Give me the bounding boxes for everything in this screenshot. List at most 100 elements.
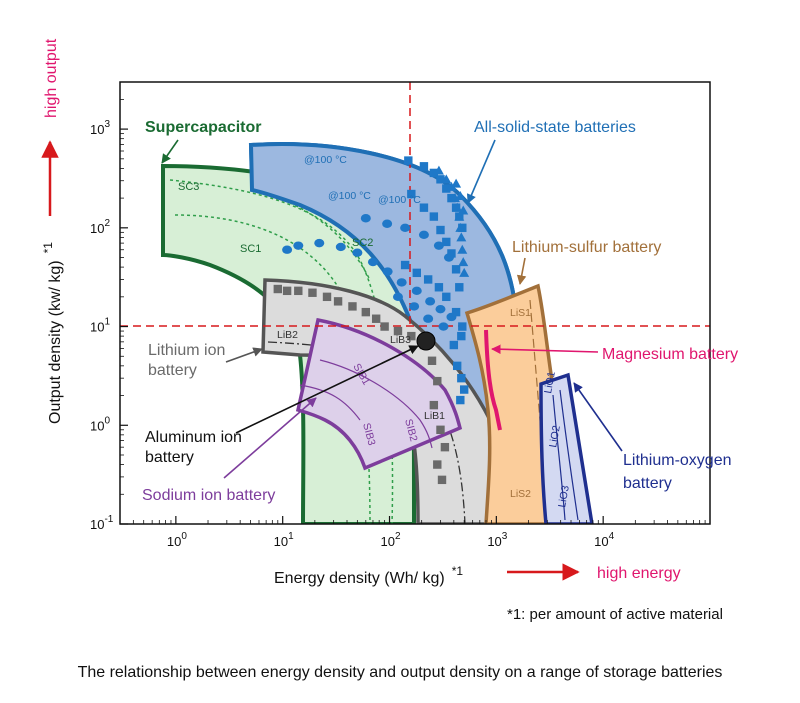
magnesium-curve [484,329,502,431]
lio-curve-2 [559,389,579,521]
label-lio1: LiO1 [542,370,558,394]
point-square-3-4 [322,292,332,302]
regions-layer [120,82,710,524]
point-square-1-20 [434,283,444,292]
figure-caption: The relationship between energy density … [77,664,723,681]
point-triangle-2-10 [459,267,470,277]
point-square-3-13 [427,356,437,365]
sc-curve-1 [169,179,394,524]
y-tick-label-0: 10-1 [90,514,114,532]
arrow-magnesium [491,344,599,355]
point-circle-0-0 [282,245,293,254]
y-tick-label-1: 100 [90,415,110,433]
point-circle-0-5 [367,257,378,267]
label-all-solid-state: All-solid-state batteries [474,119,636,136]
point-triangle-2-5 [454,211,465,221]
point-triangle-2-9 [458,257,469,267]
point-square-1-16 [407,189,416,199]
y-tick-label-2: 101 [90,317,110,335]
label-aluminum-ion-line-2: battery [145,449,194,466]
lio-curve-1 [552,394,566,521]
y-axis-label: Output density (kw/ kg) [47,260,64,424]
point-circle-0-1 [293,241,304,250]
point-square-3-0 [273,284,282,294]
label-lithium-sulfur: Lithium-sulfur battery [512,239,661,256]
label-sc3: SC3 [178,181,199,193]
point-square-3-10 [393,326,403,336]
point-square-1-21 [442,292,451,302]
aluminum-ion-point [416,331,436,351]
label-temp-2: @100 °C [328,190,371,202]
point-square-1-28 [449,340,459,350]
y-tick-label-4: 103 [90,119,110,137]
sib-curve-1 [299,384,361,421]
arrow-supercapacitor [161,139,179,164]
point-square-1-2 [429,168,439,178]
arrow-lithium-oxygen [573,382,623,452]
x-tick-label-4: 104 [594,531,614,549]
point-square-3-15 [429,400,439,410]
point-square-1-5 [447,193,456,203]
label-lio2: LiO2 [547,424,563,448]
data-points [273,156,470,485]
point-triangle-2-2 [446,181,457,191]
point-circle-0-16 [433,241,444,250]
label-lis2: LiS2 [510,488,531,500]
point-circle-0-12 [360,214,371,223]
x-tick-label-3: 103 [487,531,507,549]
point-square-1-4 [442,184,451,193]
footnote: *1: per amount of active material [507,606,723,623]
label-sib3: SIB3 [360,422,378,447]
point-square-1-27 [456,395,465,405]
point-circle-0-8 [411,286,422,296]
x-axis-label: Energy density (Wh/ kg) [274,570,445,587]
point-circle-0-2 [314,238,325,248]
point-circle-0-7 [396,278,407,287]
point-square-1-17 [400,260,410,270]
point-square-1-18 [412,268,421,278]
point-square-1-13 [447,249,456,258]
point-square-1-10 [429,212,439,221]
point-square-3-11 [407,331,416,341]
point-circle-0-4 [352,248,363,257]
y-axis-note: *1 [41,242,55,254]
x-arrow-label: high energy [597,565,681,582]
point-circle-0-13 [382,219,393,228]
point-square-1-24 [452,361,462,371]
label-sc1: SC1 [240,243,261,255]
point-square-1-3 [436,175,445,184]
point-triangle-2-13 [458,205,469,215]
point-square-1-11 [436,225,445,235]
point-triangle-2-1 [441,174,452,184]
point-square-1-25 [457,373,466,383]
point-square-3-5 [333,297,343,306]
point-square-3-8 [371,314,381,323]
point-square-3-14 [433,376,442,386]
point-circle-0-19 [409,302,420,311]
point-circle-0-10 [435,304,446,314]
point-square-1-29 [457,331,466,341]
point-triangle-2-6 [455,222,466,232]
svg-text:Output density (kw/ kg)*1: Output density (kw/ kg) *1 [41,242,64,424]
y-tick-label-3: 102 [90,218,110,236]
point-circle-0-21 [438,322,449,331]
point-triangle-2-8 [457,244,468,254]
point-square-1-9 [419,203,429,212]
point-square-3-7 [361,307,371,317]
label-lis1: LiS1 [510,307,531,319]
point-circle-0-18 [392,292,403,302]
point-square-3-17 [440,442,450,452]
plot-frame [119,81,711,525]
x-tick-label-1: 101 [274,531,294,549]
point-circle-0-9 [425,297,436,306]
point-square-1-12 [442,237,451,247]
point-triangle-2-12 [455,191,466,201]
x-tick-label-2: 102 [381,531,401,549]
label-lithium-oxygen-line-1: Lithium-oxygen [623,452,732,469]
point-square-3-1 [282,286,292,296]
point-circle-0-6 [382,267,393,276]
label-temp-1: @100 °C [304,154,347,166]
point-square-1-23 [458,322,467,331]
label-lithium-oxygen-line-2: battery [623,475,672,492]
